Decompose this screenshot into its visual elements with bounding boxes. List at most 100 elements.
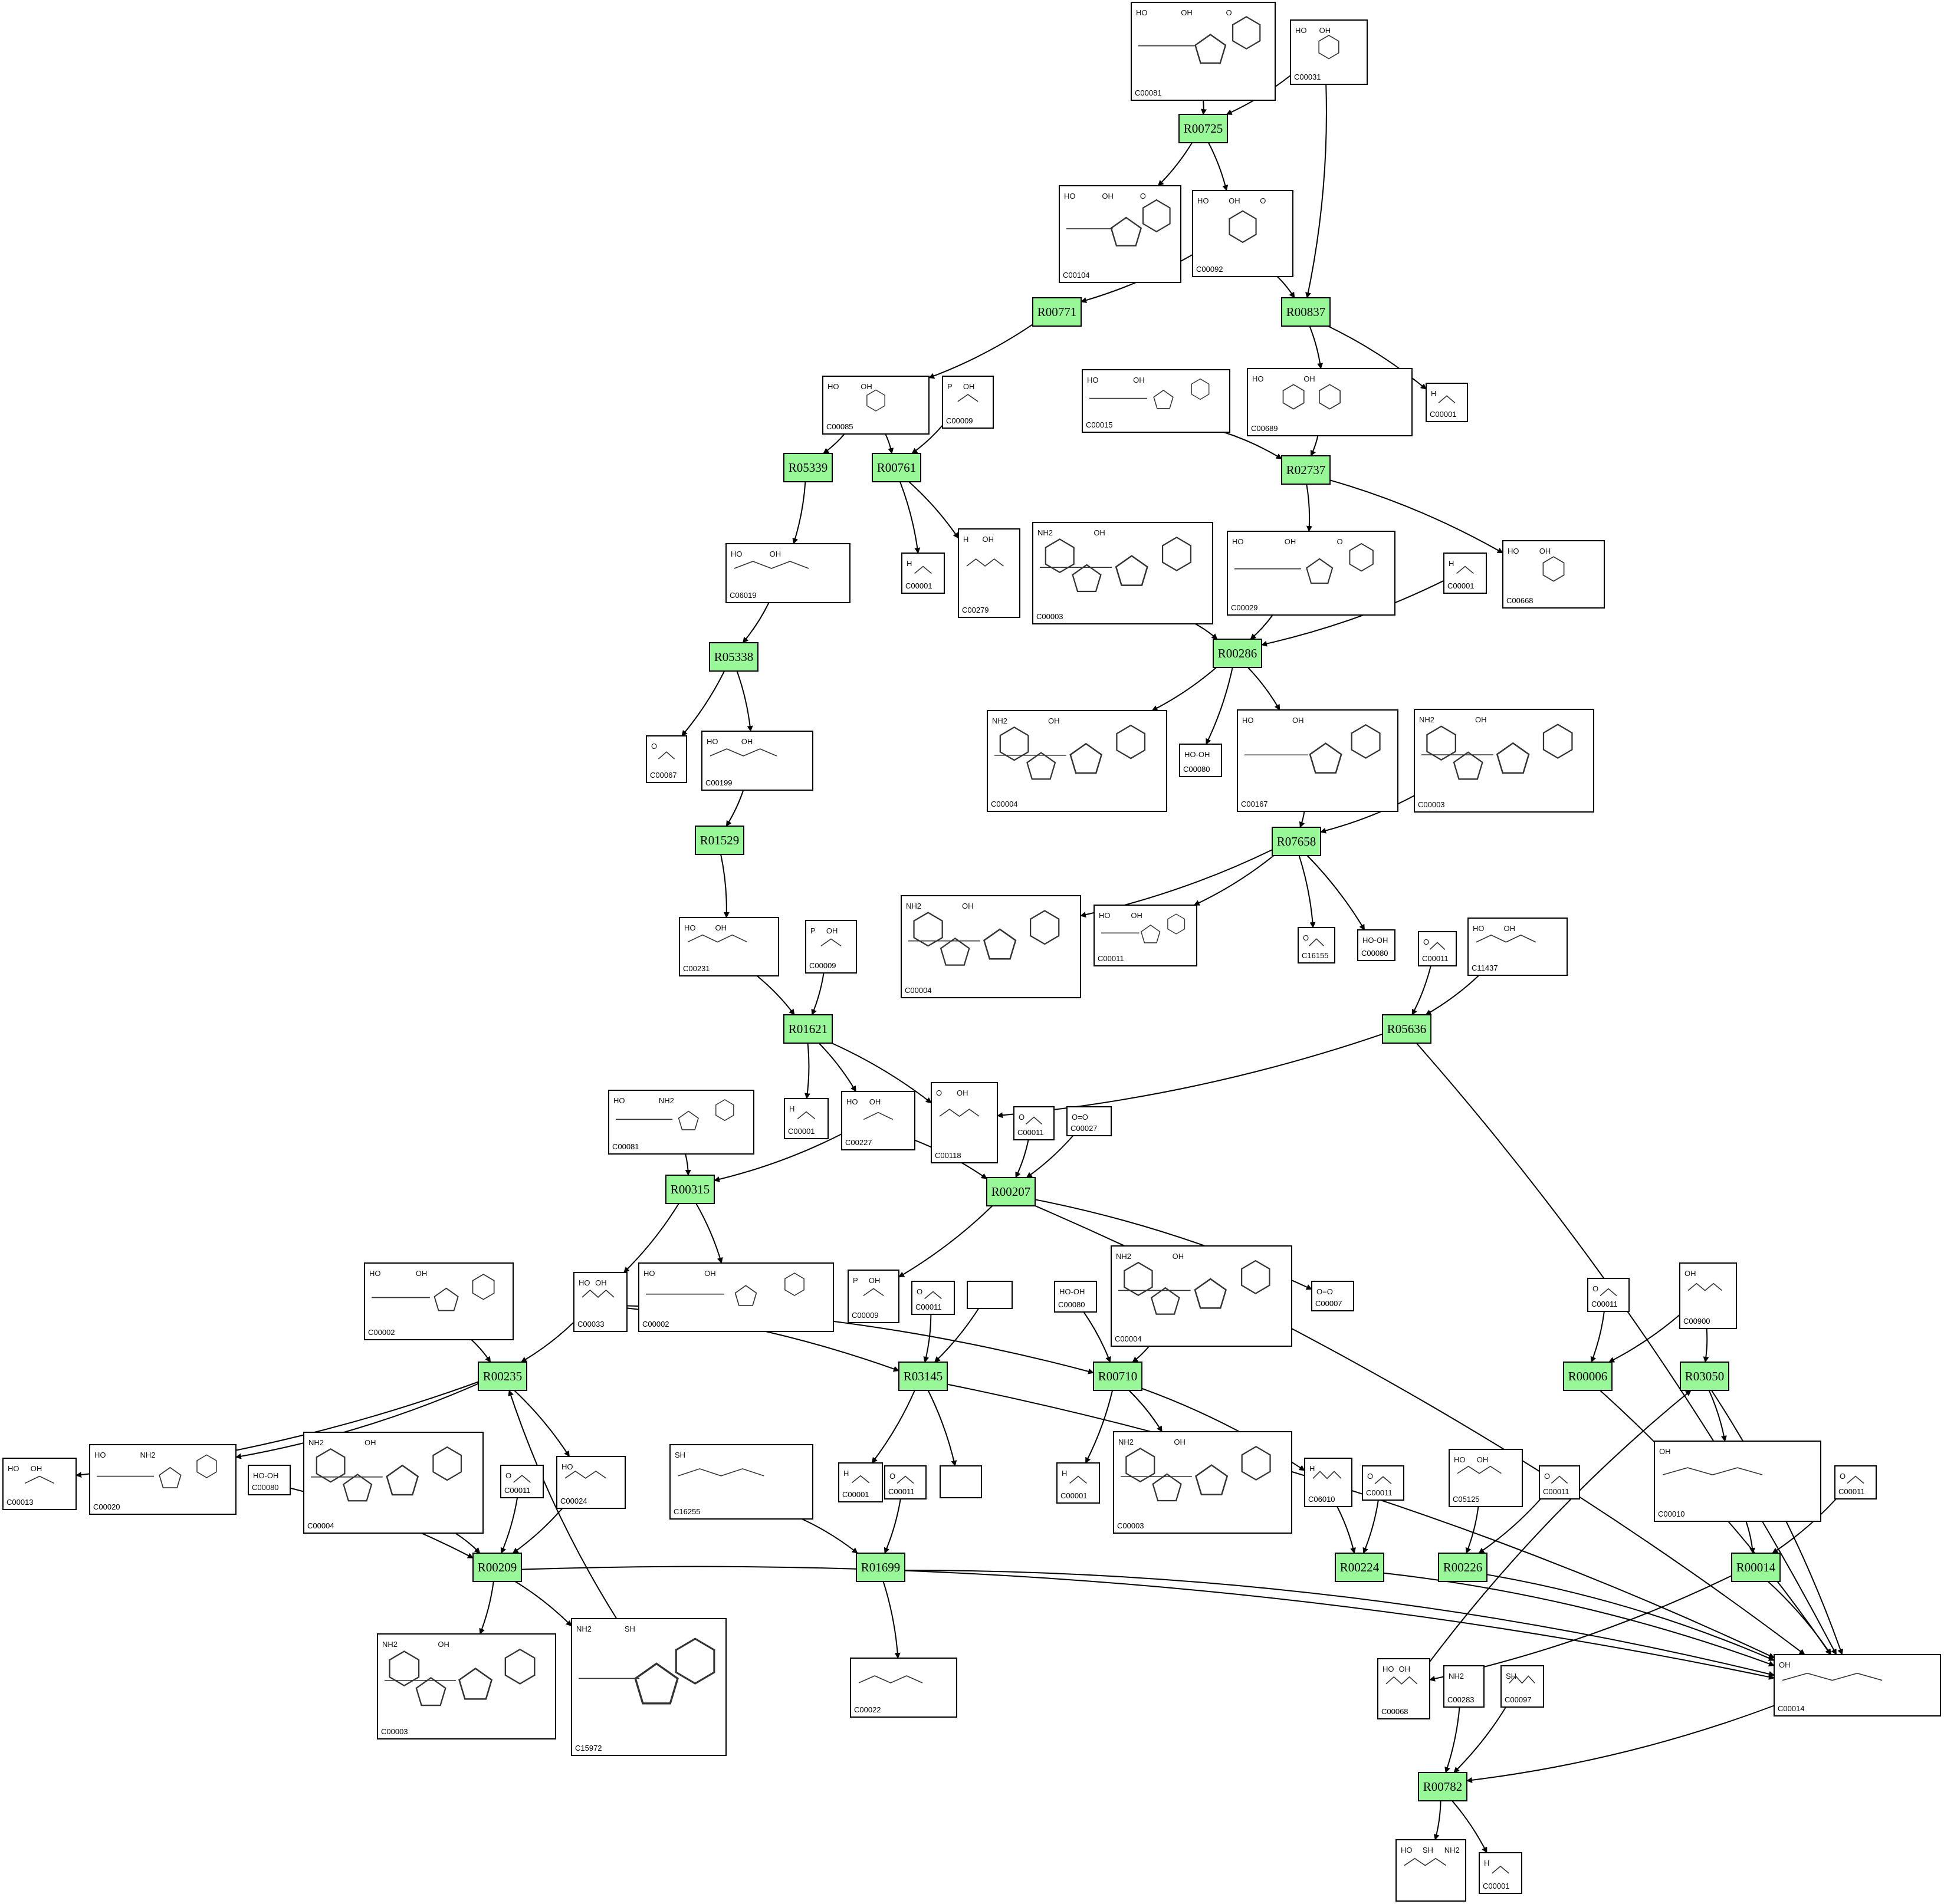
- reaction-node[interactable]: R01699: [856, 1553, 905, 1582]
- reaction-node[interactable]: R01621: [783, 1014, 833, 1044]
- reaction-node[interactable]: R00286: [1213, 639, 1262, 668]
- reaction-node[interactable]: R05338: [709, 642, 758, 672]
- compound-node[interactable]: C00022: [850, 1658, 957, 1718]
- reaction-node[interactable]: R03145: [898, 1362, 948, 1391]
- reaction-node[interactable]: R02737: [1281, 455, 1331, 485]
- reaction-node[interactable]: R00771: [1032, 297, 1082, 327]
- reaction-node[interactable]: R00209: [472, 1553, 522, 1582]
- edge-arrow: [521, 1566, 1775, 1680]
- reaction-node[interactable]: R03050: [1680, 1362, 1729, 1391]
- reaction-node[interactable]: R00014: [1731, 1553, 1781, 1582]
- reaction-node[interactable]: R01529: [695, 826, 744, 855]
- reaction-node[interactable]: R00761: [872, 453, 921, 482]
- reaction-node[interactable]: R00837: [1281, 297, 1331, 327]
- reaction-node[interactable]: R00207: [986, 1177, 1036, 1206]
- reaction-node[interactable]: R05636: [1382, 1014, 1431, 1044]
- reaction-node[interactable]: R05339: [783, 453, 833, 482]
- reaction-node[interactable]: R00006: [1563, 1362, 1613, 1391]
- reaction-node[interactable]: R00226: [1438, 1553, 1487, 1582]
- reaction-node[interactable]: R00710: [1093, 1362, 1142, 1391]
- reaction-node[interactable]: R00782: [1418, 1772, 1467, 1801]
- reaction-node[interactable]: R00235: [478, 1362, 527, 1391]
- reaction-node[interactable]: R00725: [1178, 114, 1228, 143]
- compound-node[interactable]: [940, 1465, 982, 1498]
- reaction-node[interactable]: R00224: [1335, 1553, 1384, 1582]
- reaction-node[interactable]: R07658: [1272, 827, 1321, 856]
- compound-node[interactable]: [967, 1281, 1013, 1309]
- reaction-node[interactable]: R00315: [665, 1175, 715, 1204]
